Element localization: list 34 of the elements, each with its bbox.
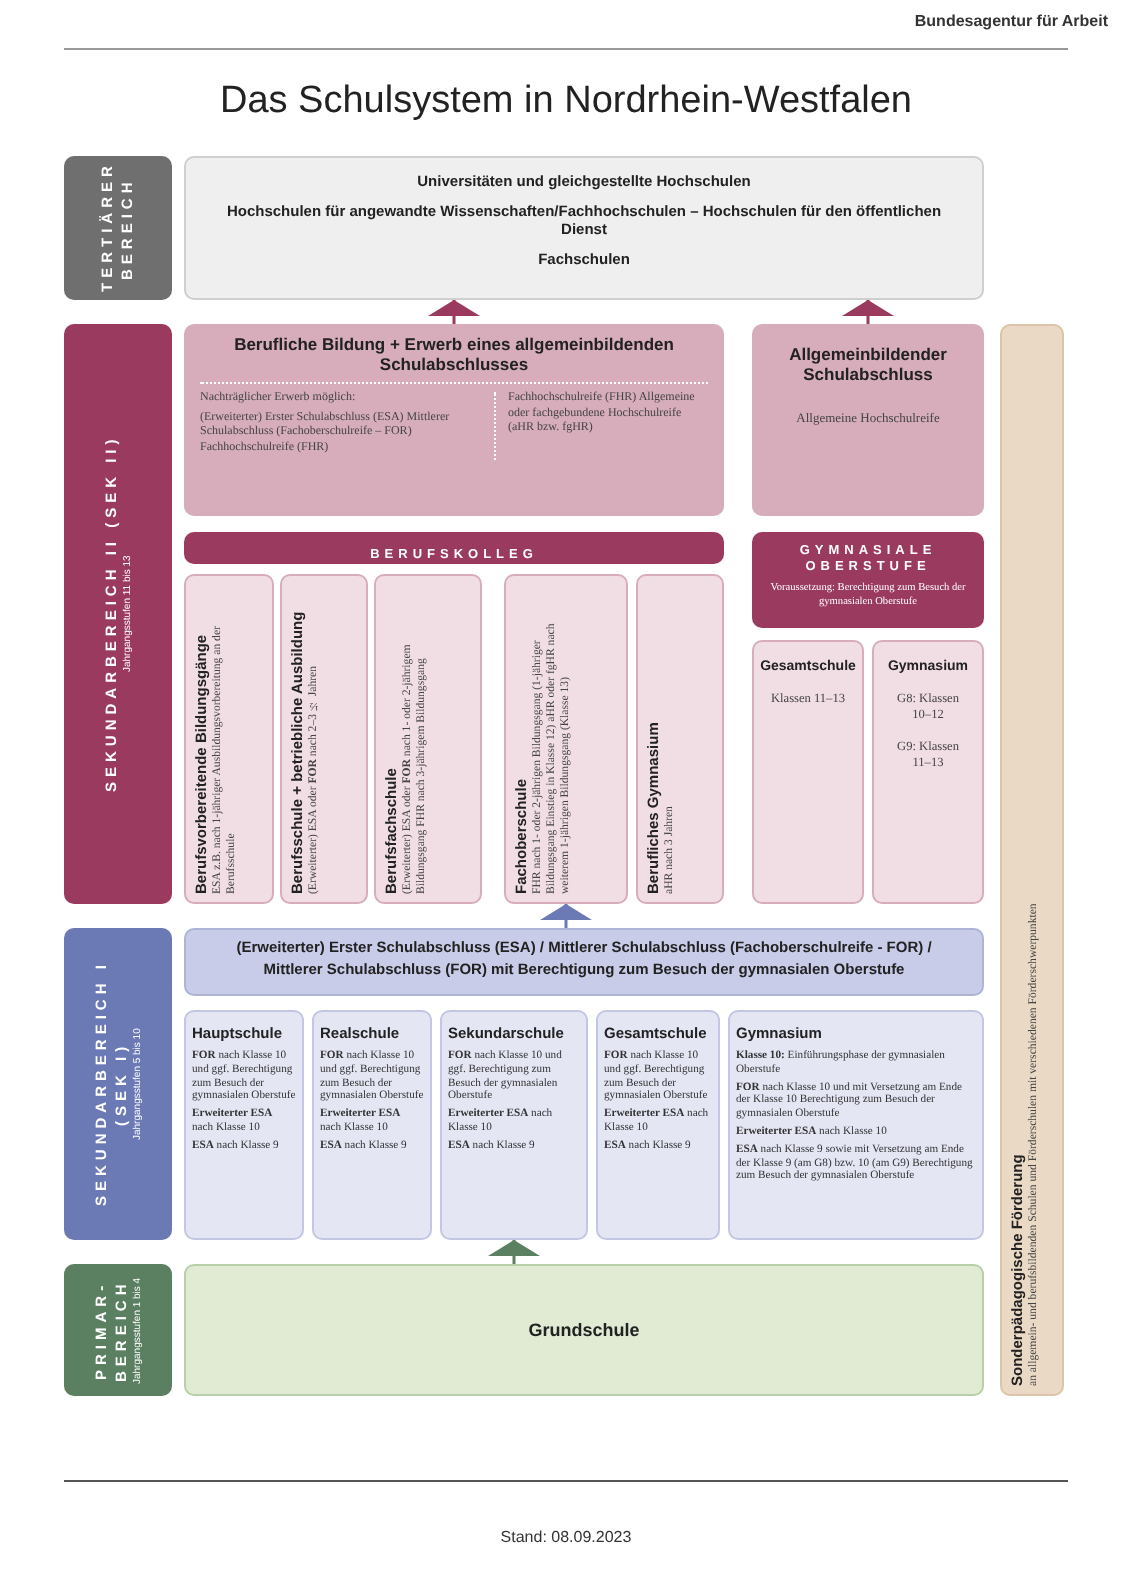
arrow bbox=[540, 904, 592, 928]
school-heading: Grundschule bbox=[528, 1320, 640, 1340]
header-text: Bundesagentur für Arbeit bbox=[914, 12, 1108, 30]
section-band bbox=[184, 532, 724, 564]
level-panel bbox=[64, 1264, 172, 1396]
school-panel bbox=[596, 1010, 720, 1240]
school-type-column bbox=[636, 574, 724, 904]
section-band bbox=[752, 532, 984, 628]
school-panel bbox=[184, 1010, 304, 1240]
page-title: Das Schulsystem in Nordrhein-Westfalen bbox=[217, 80, 914, 124]
level-panel bbox=[64, 156, 172, 300]
date-caption: Stand: 08.09.2023 bbox=[498, 1528, 634, 1546]
school-type-column bbox=[504, 574, 628, 904]
qualification-panel bbox=[184, 324, 724, 516]
arrow bbox=[842, 300, 894, 324]
qualification-bar bbox=[184, 928, 984, 996]
school-type-column bbox=[184, 574, 274, 904]
panel-heading: Allgemeinbildender Schulabschluss bbox=[787, 344, 949, 384]
support-column bbox=[1000, 324, 1064, 1396]
school-type-column bbox=[280, 574, 368, 904]
level-panel bbox=[64, 928, 172, 1240]
level-panel bbox=[64, 324, 172, 904]
school-type-column bbox=[374, 574, 482, 904]
school-type-column bbox=[752, 640, 864, 904]
school-panel bbox=[728, 1010, 984, 1240]
school-panel bbox=[312, 1010, 432, 1240]
panel-heading: Berufliche Bildung + Erwerb eines allgemeinbildenden Schulabschlusses bbox=[232, 334, 676, 374]
qualification-panel bbox=[752, 324, 984, 516]
arrow bbox=[488, 1240, 540, 1264]
school-panel bbox=[440, 1010, 588, 1240]
institution-panel bbox=[184, 156, 984, 300]
school-panel bbox=[184, 1264, 984, 1396]
school-type-column bbox=[872, 640, 984, 904]
arrow bbox=[428, 300, 480, 324]
